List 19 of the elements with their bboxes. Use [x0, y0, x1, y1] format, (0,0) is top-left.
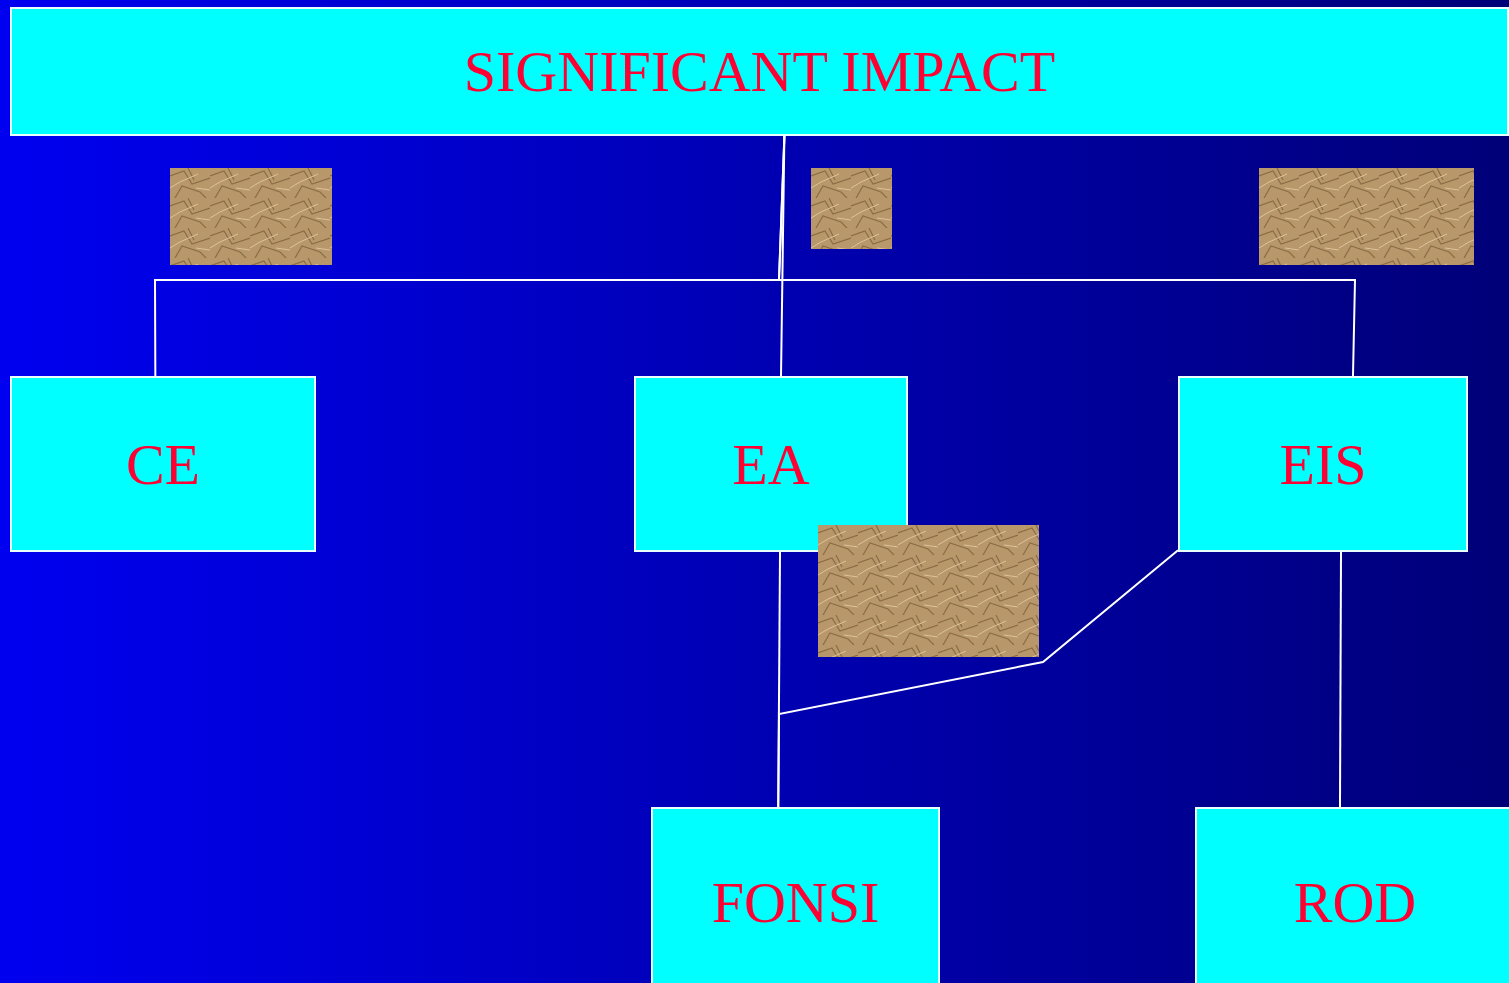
process-box: [10, 376, 316, 552]
connector-line: [777, 135, 1357, 377]
crumpled-paper-patch: [170, 168, 332, 265]
process-box: [10, 7, 1509, 136]
connector-line: [777, 549, 1179, 808]
crumpled-paper-patch: [811, 168, 892, 249]
crumpled-paper-patch: [818, 525, 1039, 657]
box-label: FONSI: [711, 868, 880, 936]
box-label: EA: [732, 430, 810, 498]
process-box: [651, 807, 940, 983]
connector-line: [1339, 551, 1342, 808]
box-label: EIS: [1279, 430, 1367, 498]
box-label: SIGNIFICANT IMPACT: [463, 38, 1056, 105]
process-box: [1178, 376, 1468, 552]
process-box: [634, 376, 908, 552]
box-label: ROD: [1293, 868, 1417, 936]
process-box: [1195, 807, 1509, 983]
box-label: CE: [125, 430, 201, 498]
crumpled-paper-patch: [1259, 168, 1474, 265]
